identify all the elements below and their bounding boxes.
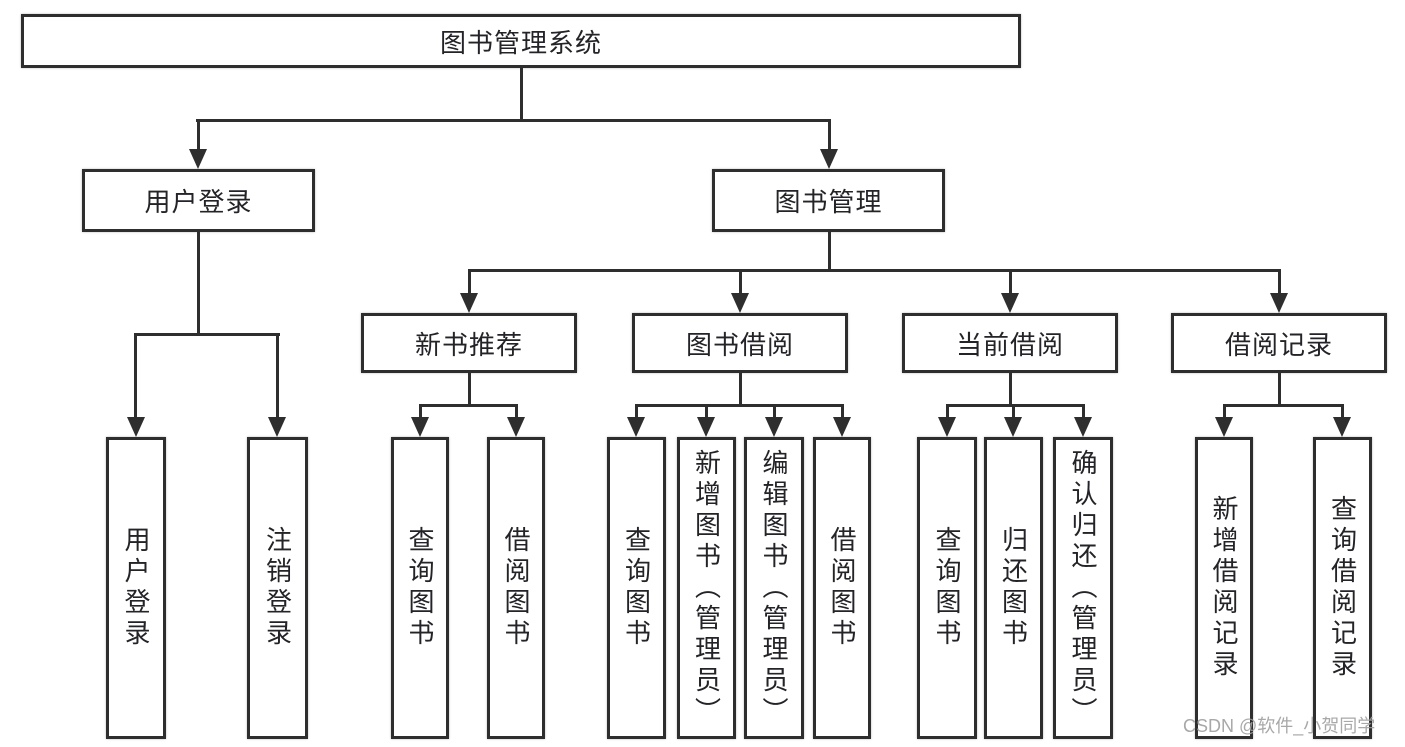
connector-line <box>468 269 471 295</box>
node-add-book-admin: 新增图书（管理员） <box>677 437 736 739</box>
connector-line <box>468 269 1281 272</box>
connector-line <box>196 119 831 122</box>
node-confirm-return-admin: 确认归还（管理员） <box>1053 437 1113 739</box>
node-label: 查询图书 <box>405 526 435 650</box>
connector-line <box>773 404 776 419</box>
arrow-down-icon <box>938 417 956 437</box>
node-label: 确认归还（管理员） <box>1068 448 1098 728</box>
connector-line <box>419 404 517 407</box>
node-label: 注销登录 <box>262 526 293 650</box>
arrow-down-icon <box>820 149 838 169</box>
node-label: 归还图书 <box>998 526 1029 650</box>
connector-line <box>1341 404 1344 419</box>
arrow-down-icon <box>1001 293 1019 313</box>
connector-line <box>468 373 471 407</box>
arrow-down-icon <box>1270 293 1288 313</box>
node-book-management: 图书管理 <box>712 169 945 232</box>
connector-line <box>739 269 742 295</box>
node-label: 用户登录 <box>144 187 253 217</box>
node-query-books-recommend: 查询图书 <box>391 437 449 739</box>
node-label: 借阅图书 <box>827 526 857 650</box>
arrow-down-icon <box>1074 417 1092 437</box>
node-label: 查询图书 <box>621 526 652 650</box>
node-label: 图书管理系统 <box>439 27 602 58</box>
node-borrow-books-borrowing: 借阅图书 <box>813 437 871 739</box>
node-edit-book-admin: 编辑图书（管理员） <box>744 437 804 739</box>
node-label: 查询借阅记录 <box>1327 495 1358 681</box>
connector-line <box>197 119 200 151</box>
arrow-down-icon <box>765 417 783 437</box>
arrow-down-icon <box>507 417 525 437</box>
node-add-borrow-record: 新增借阅记录 <box>1195 437 1253 739</box>
node-label: 图书管理 <box>774 187 883 217</box>
node-label: 当前借阅 <box>955 329 1064 360</box>
connector-line <box>1223 404 1344 407</box>
node-library-system: 图书管理系统 <box>21 14 1021 68</box>
node-user-login-leaf: 用户登录 <box>106 437 166 739</box>
node-label: 编辑图书（管理员） <box>759 448 789 728</box>
connector-line <box>946 404 949 419</box>
connector-line <box>1278 269 1281 295</box>
node-query-borrow-record: 查询借阅记录 <box>1313 437 1372 739</box>
arrow-down-icon <box>1215 417 1233 437</box>
connector-line <box>1012 404 1015 419</box>
connector-line <box>1278 373 1281 407</box>
arrow-down-icon <box>833 417 851 437</box>
node-borrow-books-recommend: 借阅图书 <box>487 437 545 739</box>
connector-line <box>520 68 523 122</box>
node-label: 新书推荐 <box>414 329 523 360</box>
connector-line <box>1082 404 1085 419</box>
connector-line <box>515 404 518 419</box>
node-return-book: 归还图书 <box>984 437 1043 739</box>
node-borrowing-records: 借阅记录 <box>1171 313 1387 373</box>
connector-line <box>1223 404 1226 419</box>
connector-line <box>946 404 1084 407</box>
node-label: 借阅记录 <box>1224 329 1333 360</box>
arrow-down-icon <box>1333 417 1351 437</box>
connector-line <box>841 404 844 419</box>
node-label: 新增图书（管理员） <box>691 448 722 728</box>
connector-line <box>276 333 279 419</box>
node-label: 用户登录 <box>121 526 151 650</box>
arrow-down-icon <box>697 417 715 437</box>
node-label: 借阅图书 <box>501 526 531 650</box>
arrow-down-icon <box>411 417 429 437</box>
arrow-down-icon <box>731 293 749 313</box>
node-query-books-current: 查询图书 <box>917 437 977 739</box>
watermark: CSDN @软件_小贺同学 <box>1183 716 1376 736</box>
connector-line <box>134 333 280 336</box>
connector-line <box>1009 269 1012 295</box>
node-logout: 注销登录 <box>247 437 308 739</box>
arrow-down-icon <box>460 293 478 313</box>
connector-line <box>635 404 638 419</box>
arrow-down-icon <box>127 417 145 437</box>
arrow-down-icon <box>1004 417 1022 437</box>
connector-line <box>739 373 742 407</box>
arrow-down-icon <box>268 417 286 437</box>
arrow-down-icon <box>627 417 645 437</box>
node-label: 图书借阅 <box>685 329 794 360</box>
connector-line <box>828 232 831 272</box>
connector-line <box>134 333 137 419</box>
node-label: 新增借阅记录 <box>1209 495 1239 681</box>
connector-line <box>197 232 200 336</box>
node-book-borrowing: 图书借阅 <box>632 313 848 373</box>
node-current-borrowing: 当前借阅 <box>902 313 1118 373</box>
node-new-book-recommendation: 新书推荐 <box>361 313 577 373</box>
connector-line <box>1009 373 1012 407</box>
connector-line <box>419 404 422 419</box>
node-query-books-borrowing: 查询图书 <box>607 437 666 739</box>
node-user-login: 用户登录 <box>82 169 315 232</box>
node-label: 查询图书 <box>932 526 962 650</box>
arrow-down-icon <box>189 149 207 169</box>
connector-line <box>828 119 831 151</box>
connector-line <box>635 404 843 407</box>
connector-line <box>705 404 708 419</box>
